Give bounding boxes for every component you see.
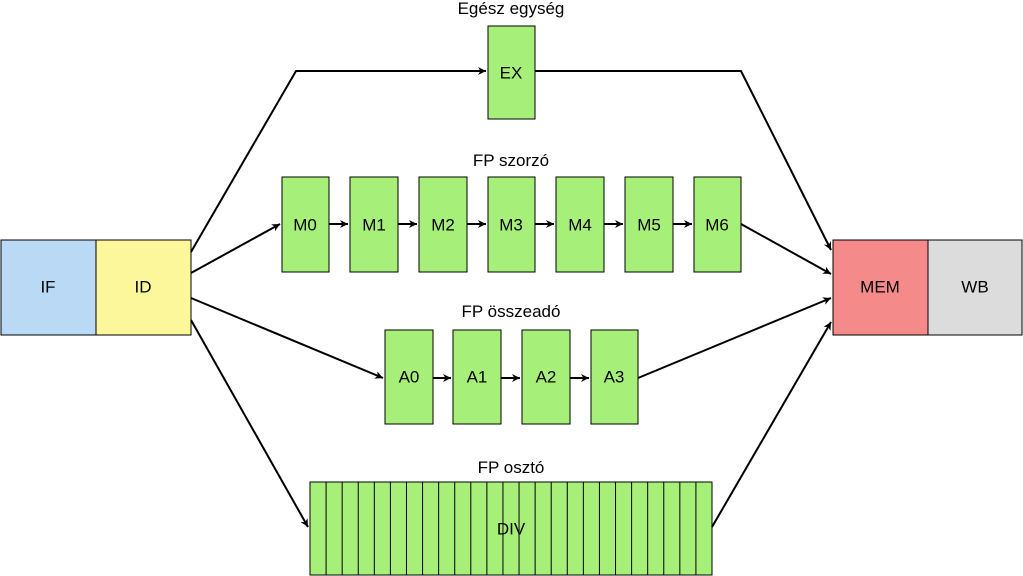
- unit-m0: M0: [281, 176, 330, 273]
- fp-divider-title: FP osztó: [478, 458, 545, 477]
- unit-div: DIV: [309, 481, 713, 576]
- stage-if: IF: [0, 239, 97, 336]
- unit-m2-label: M2: [431, 215, 455, 234]
- stage-wb-label: WB: [961, 277, 988, 296]
- integer-unit-title: Egész egység: [458, 0, 565, 18]
- unit-m4-label: M4: [568, 215, 592, 234]
- unit-a3: A3: [590, 329, 639, 425]
- arrow-id-to-div: [190, 319, 309, 528]
- unit-m4: M4: [555, 176, 605, 273]
- stage-id-label: ID: [135, 277, 152, 296]
- unit-m1: M1: [349, 176, 399, 273]
- stage-wb: WB: [927, 239, 1023, 336]
- arrow-m6-to-mem: [740, 223, 832, 275]
- unit-m5: M5: [624, 176, 674, 273]
- unit-a3-label: A3: [604, 367, 625, 386]
- arrow-id-to-a0: [190, 297, 384, 379]
- unit-m6: M6: [693, 176, 742, 273]
- unit-m3: M3: [487, 176, 536, 273]
- stage-if-label: IF: [40, 277, 55, 296]
- stage-id: ID: [95, 239, 192, 336]
- arrow-ex-to-mem: [535, 70, 832, 251]
- unit-div-label: DIV: [497, 519, 526, 538]
- unit-a1-label: A1: [467, 367, 488, 386]
- unit-m2: M2: [418, 176, 468, 273]
- unit-m6-label: M6: [705, 215, 729, 234]
- arrow-div-to-mem: [711, 321, 832, 528]
- fp-adder-title: FP összeadó: [462, 302, 561, 321]
- arrow-id-to-m0: [190, 223, 281, 274]
- unit-a0: A0: [384, 329, 434, 425]
- unit-ex-label: EX: [500, 63, 523, 82]
- stage-mem: MEM: [832, 239, 929, 336]
- unit-m3-label: M3: [499, 215, 523, 234]
- unit-ex: EX: [487, 25, 536, 120]
- arrow-a3-to-mem: [637, 297, 832, 379]
- unit-m0-label: M0: [293, 215, 317, 234]
- unit-a0-label: A0: [399, 367, 420, 386]
- unit-m1-label: M1: [362, 215, 386, 234]
- arrow-id-to-ex: [190, 67, 486, 253]
- unit-a1: A1: [452, 329, 502, 425]
- unit-a2: A2: [521, 329, 571, 425]
- divider-segments: [325, 482, 697, 575]
- connections: [190, 67, 832, 528]
- unit-a2-label: A2: [536, 367, 557, 386]
- unit-m5-label: M5: [637, 215, 661, 234]
- fp-multiplier-title: FP szorzó: [473, 151, 549, 170]
- stage-mem-label: MEM: [860, 277, 900, 296]
